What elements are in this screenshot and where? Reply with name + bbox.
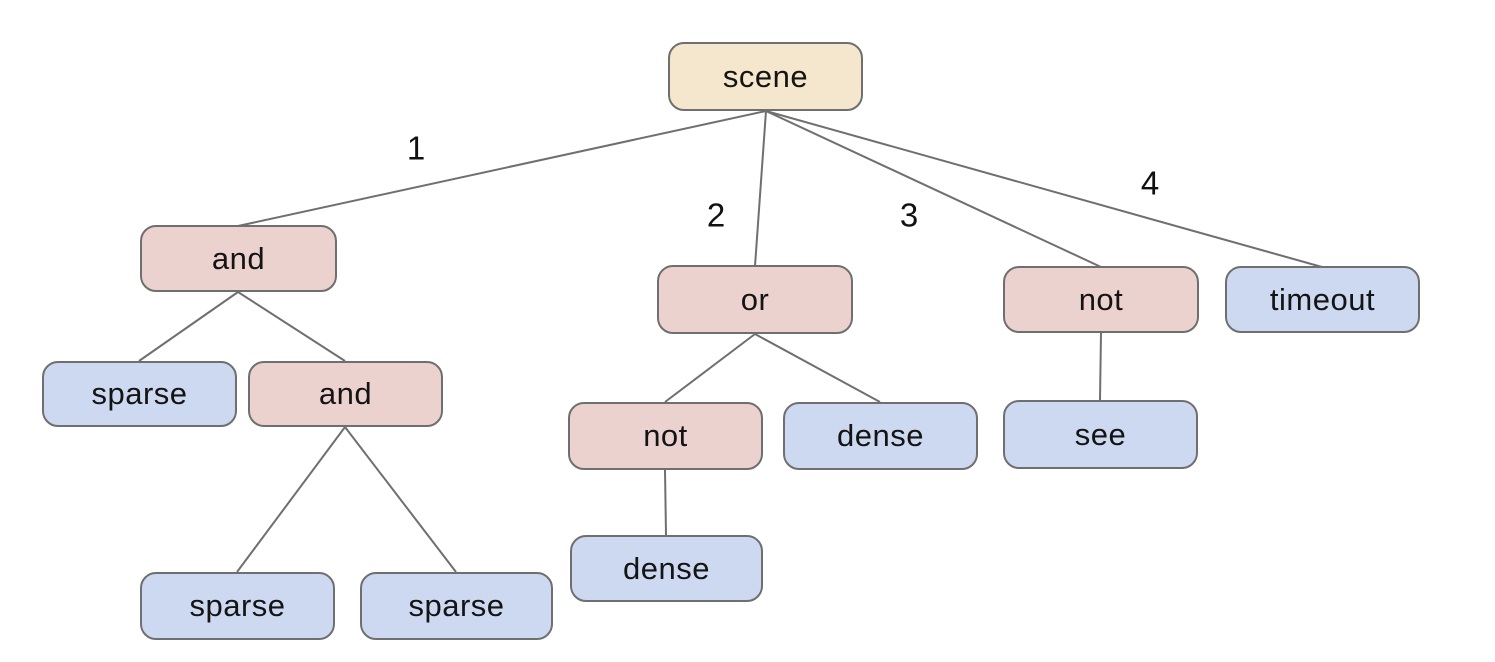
tree-node-timeout[interactable]: timeout bbox=[1225, 266, 1420, 333]
edge-label-2: 2 bbox=[706, 196, 726, 234]
edge-scene-or bbox=[754, 110, 767, 267]
edge-scene-timeout bbox=[765, 110, 1323, 268]
tree-node-scene[interactable]: scene bbox=[668, 42, 863, 111]
tree-node-dense-2[interactable]: dense bbox=[570, 535, 763, 602]
tree-node-not-mid[interactable]: not bbox=[568, 402, 763, 470]
edge-not-dense bbox=[664, 469, 667, 536]
edge-notright-see bbox=[1099, 332, 1102, 401]
edge-label-1: 1 bbox=[406, 129, 426, 167]
tree-node-sparse-2[interactable]: sparse bbox=[140, 572, 335, 640]
edge-label-3: 3 bbox=[899, 196, 919, 234]
edge-scene-and bbox=[237, 110, 767, 227]
edge-and2-sparse3 bbox=[344, 426, 457, 573]
tree-node-not-right[interactable]: not bbox=[1003, 266, 1199, 333]
tree-node-dense-1[interactable]: dense bbox=[783, 402, 978, 470]
edge-or-not bbox=[664, 333, 756, 403]
tree-node-sparse-3[interactable]: sparse bbox=[360, 572, 553, 640]
edge-label-4: 4 bbox=[1140, 164, 1160, 202]
edge-and-and bbox=[237, 291, 346, 362]
edge-and2-sparse2 bbox=[236, 426, 346, 573]
tree-node-or[interactable]: or bbox=[657, 265, 853, 334]
edge-or-dense bbox=[754, 333, 881, 403]
tree-node-sparse-1[interactable]: sparse bbox=[42, 361, 237, 427]
tree-node-and[interactable]: and bbox=[140, 225, 337, 292]
tree-node-see[interactable]: see bbox=[1003, 400, 1198, 469]
edge-and-sparse bbox=[138, 291, 239, 362]
edge-scene-not bbox=[765, 110, 1102, 268]
tree-node-and-2[interactable]: and bbox=[248, 361, 443, 427]
